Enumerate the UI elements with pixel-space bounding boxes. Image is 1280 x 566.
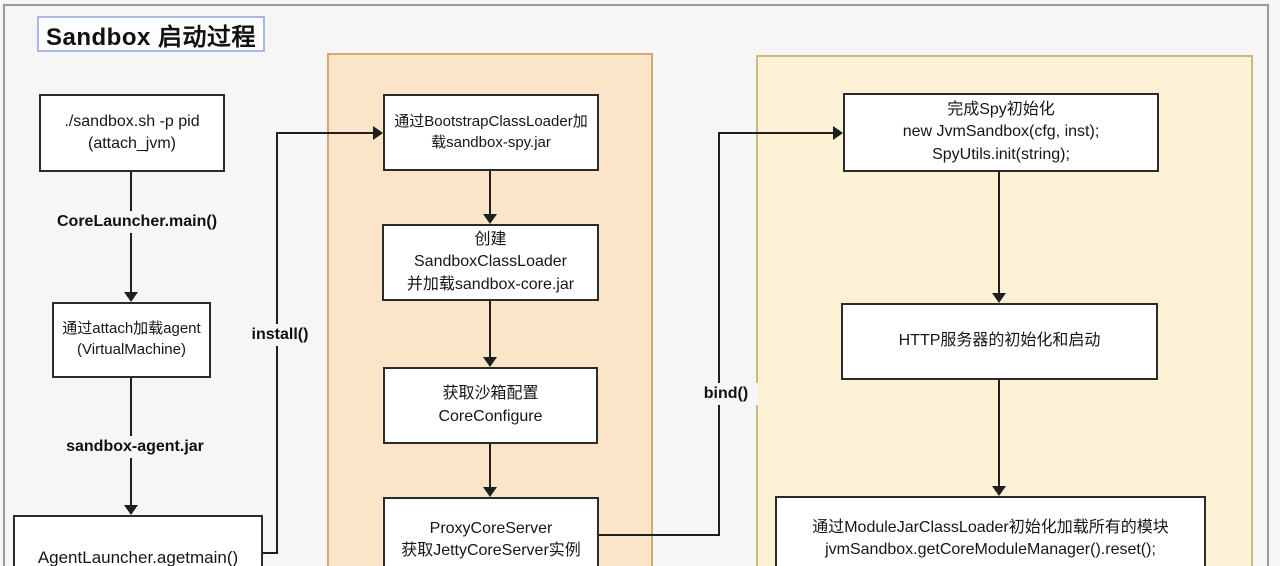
- node-agentlauncher: AgentLauncher.agetmain(): [13, 515, 263, 566]
- node-line: HTTP服务器的初始化和启动: [898, 332, 1101, 350]
- arrowhead-spyinit-icon: [833, 126, 843, 140]
- node-coreconfigure: 获取沙箱配置 CoreConfigure: [383, 367, 598, 444]
- node-line: ProxyCoreServer: [429, 519, 553, 537]
- node-line: CoreConfigure: [438, 407, 543, 425]
- edge-label-sandbox-agent-jar: sandbox-agent.jar: [48, 436, 222, 458]
- arrowhead-coreconfigure-icon: [483, 357, 497, 367]
- arrowhead-attach-icon: [124, 292, 138, 302]
- edge-bootstrap-to-create: [489, 171, 491, 214]
- node-create-sandbox-classloader: 创建 SandboxClassLoader 并加载sandbox-core.ja…: [382, 224, 599, 301]
- node-line: SpyUtils.init(string);: [932, 145, 1070, 163]
- node-line: 创建: [474, 231, 507, 249]
- node-line: ./sandbox.sh -p pid: [64, 112, 200, 130]
- node-line: 获取沙箱配置: [442, 385, 539, 403]
- edge-bind-vertical-segment: [718, 132, 720, 536]
- node-line: 通过attach加载agent: [62, 320, 201, 338]
- arrowhead-moduleloader-icon: [992, 486, 1006, 496]
- edge-bind-top-segment: [718, 132, 835, 134]
- node-line: 并加载sandbox-core.jar: [406, 275, 575, 293]
- node-attach-agent: 通过attach加载agent (VirtualMachine): [52, 302, 211, 378]
- node-module-jar-loader: 通过ModuleJarClassLoader初始化加载所有的模块 jvmSand…: [775, 496, 1206, 566]
- node-spy-init: 完成Spy初始化 new JvmSandbox(cfg, inst); SpyU…: [843, 93, 1159, 172]
- node-line: 完成Spy初始化: [947, 101, 1055, 119]
- edge-coreconfigure-to-proxycore: [489, 444, 491, 487]
- node-line: SandboxClassLoader: [414, 253, 567, 271]
- diagram-title: Sandbox 启动过程: [37, 16, 265, 52]
- node-line: jvmSandbox.getCoreModuleManager().reset(…: [825, 541, 1156, 558]
- edge-spyinit-to-http: [998, 172, 1000, 293]
- node-sandbox-sh: ./sandbox.sh -p pid (attach_jvm): [39, 94, 225, 172]
- node-http-server: HTTP服务器的初始化和启动: [841, 303, 1158, 380]
- arrowhead-http-icon: [992, 293, 1006, 303]
- canvas-frame: [3, 4, 1269, 566]
- node-line: (attach_jvm): [87, 135, 177, 152]
- edge-http-to-moduleloader: [998, 380, 1000, 486]
- arrowhead-proxycore-icon: [483, 487, 497, 497]
- node-line: 获取JettyCoreServer实例: [401, 542, 581, 559]
- node-line: AgentLauncher.agetmain(): [37, 548, 239, 566]
- node-bootstrap-classloader: 通过BootstrapClassLoader加 载sandbox-spy.jar: [383, 94, 599, 171]
- node-line: (VirtualMachine): [77, 341, 186, 358]
- edge-bind-bottom-segment: [598, 534, 720, 536]
- edge-install-top-segment: [276, 132, 375, 134]
- node-line: new JvmSandbox(cfg, inst);: [902, 123, 1100, 141]
- node-line: 通过ModuleJarClassLoader初始化加载所有的模块: [812, 518, 1169, 536]
- node-proxycoreserver: ProxyCoreServer 获取JettyCoreServer实例: [383, 497, 599, 566]
- arrowhead-create-icon: [483, 214, 497, 224]
- edge-label-corelauncher-main: CoreLauncher.main(): [40, 211, 234, 233]
- arrowhead-agentlauncher-icon: [124, 505, 138, 515]
- edge-create-to-coreconfigure: [489, 301, 491, 357]
- edge-install-bottom-segment: [262, 552, 278, 554]
- node-line: 通过BootstrapClassLoader加: [394, 112, 588, 130]
- edge-label-bind: bind(): [694, 383, 758, 405]
- arrowhead-bootstrap-icon: [373, 126, 383, 140]
- node-line: 载sandbox-spy.jar: [431, 133, 551, 151]
- edge-label-install: install(): [241, 324, 319, 346]
